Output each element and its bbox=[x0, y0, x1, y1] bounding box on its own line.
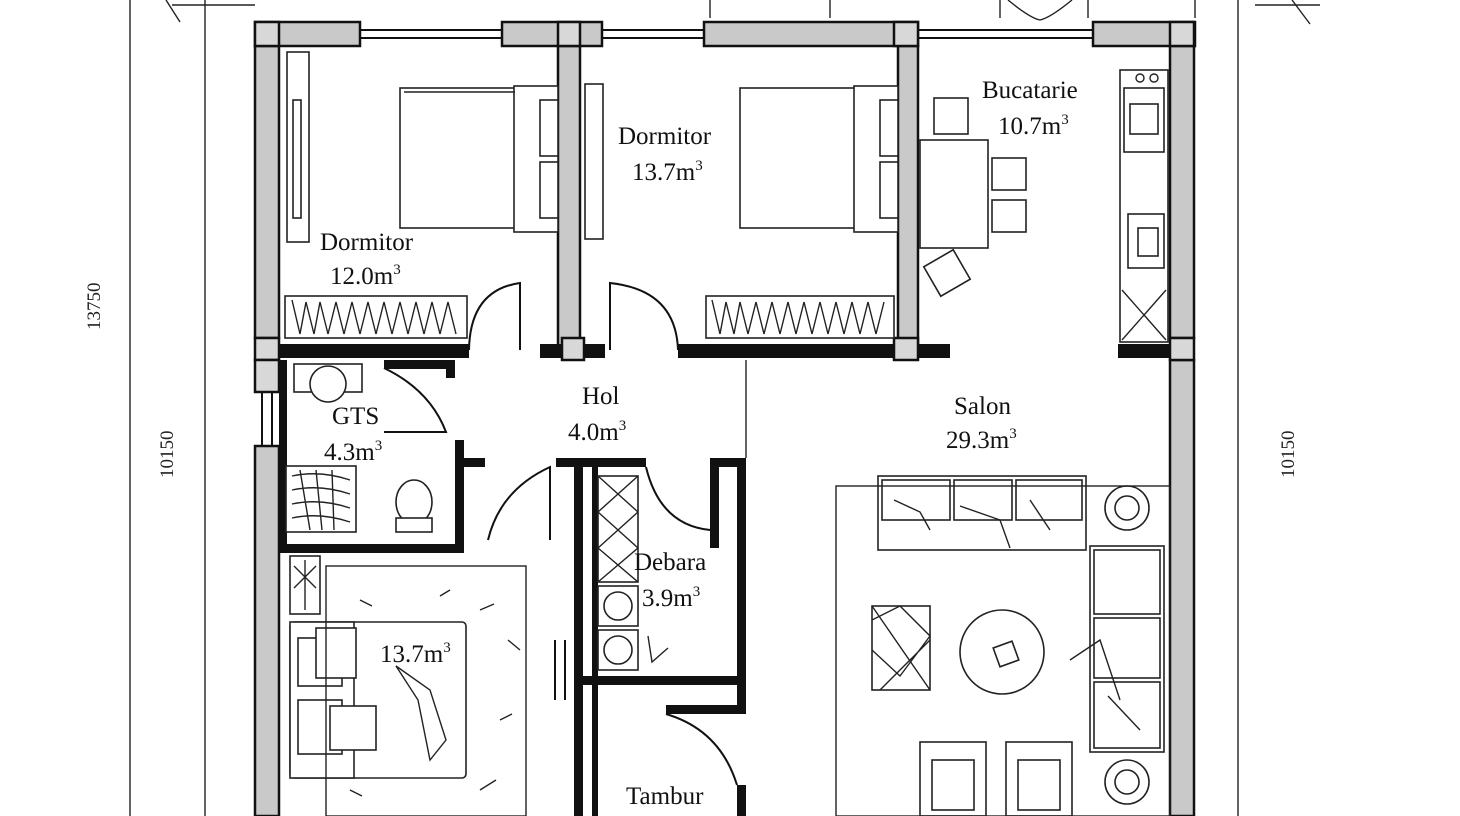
washing-machine-icon bbox=[597, 585, 669, 671]
room-tambur: Tambur bbox=[626, 783, 704, 810]
room-area: 4.0m3 bbox=[568, 418, 626, 446]
dining-table-icon bbox=[919, 97, 1027, 298]
coffee-table-icon bbox=[959, 609, 1045, 695]
room-gts: GTS 4.3m3 bbox=[324, 403, 382, 466]
doors bbox=[383, 281, 738, 786]
bed-icon bbox=[289, 621, 467, 779]
pouf-icon bbox=[871, 605, 931, 691]
wardrobe-icon bbox=[284, 295, 468, 339]
dimension-left-inner: 10150 bbox=[157, 431, 178, 479]
room-area: 4.3m3 bbox=[324, 438, 382, 466]
dimension-left-outer: 13750 bbox=[84, 283, 105, 331]
area-rug bbox=[835, 485, 1171, 816]
room-area: 29.3m3 bbox=[946, 426, 1017, 454]
bed-icon bbox=[739, 85, 899, 233]
columns bbox=[253, 20, 1196, 394]
room-name: Tambur bbox=[626, 783, 704, 810]
rug-icon bbox=[325, 565, 527, 816]
plant-icon bbox=[289, 555, 321, 615]
room-debara: Debara 3.9m3 bbox=[634, 549, 706, 612]
room-salon: Salon 29.3m3 bbox=[946, 393, 1017, 454]
room-name: GTS bbox=[332, 403, 379, 430]
room-bucatarie: Bucatarie 10.7m3 bbox=[982, 77, 1078, 140]
room-area: 13.7m3 bbox=[632, 158, 703, 186]
shower-icon bbox=[285, 465, 357, 533]
wardrobe-icon bbox=[705, 295, 895, 339]
kitchen-counter-icon bbox=[1119, 69, 1169, 343]
room-area: 3.9m3 bbox=[642, 584, 700, 612]
room-name: Hol bbox=[582, 383, 620, 410]
bed-icon bbox=[399, 85, 559, 233]
room-dormitor-1: Dormitor 12.0m3 bbox=[320, 229, 414, 290]
toilet-icon bbox=[395, 479, 433, 533]
room-hol: Hol 4.0m3 bbox=[568, 383, 626, 446]
room-name: Debara bbox=[634, 549, 706, 576]
dimension-lines bbox=[129, 0, 1320, 816]
room-area: 12.0m3 bbox=[330, 262, 401, 290]
room-name: Dormitor bbox=[618, 123, 712, 150]
room-name: Dormitor bbox=[320, 229, 414, 256]
dimension-right-inner: 10150 bbox=[1278, 431, 1299, 479]
room-area: 13.7m3 bbox=[380, 640, 451, 668]
room-name: Salon bbox=[954, 393, 1011, 420]
room-area: 10.7m3 bbox=[998, 112, 1069, 140]
storage-shelves-icon bbox=[597, 475, 639, 583]
room-dormitor-2: Dormitor 13.7m3 bbox=[618, 123, 712, 186]
room-name: Bucatarie bbox=[982, 77, 1078, 104]
room-dormitor-3: 13.7m3 bbox=[380, 640, 451, 668]
sofa-icon bbox=[877, 475, 1165, 753]
sink-icon bbox=[293, 363, 363, 403]
armchair-icon bbox=[919, 741, 1073, 816]
desk-icon bbox=[286, 51, 604, 243]
